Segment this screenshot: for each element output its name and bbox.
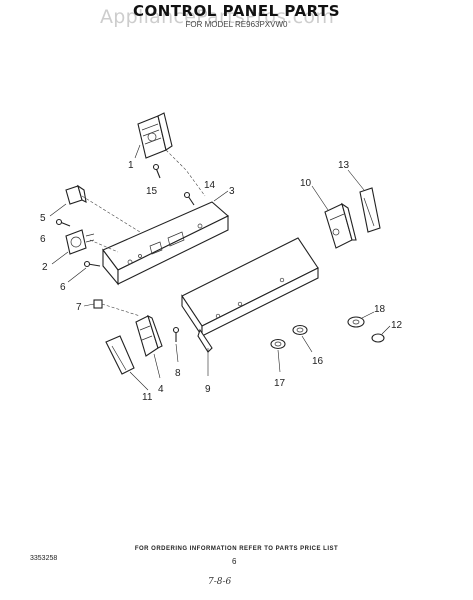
part-13-right-trim <box>359 187 381 233</box>
page-number: 6 <box>232 557 237 566</box>
part-6-screw-upper <box>55 218 71 227</box>
model-subtitle: FOR MODEL RE963PXVW0 <box>185 20 288 29</box>
leader-7 <box>83 303 95 307</box>
page-title: CONTROL PANEL PARTS <box>132 2 341 20</box>
callout-1: 1 <box>128 160 134 171</box>
callout-2: 2 <box>42 262 48 273</box>
callout-5: 5 <box>40 213 46 224</box>
part-4-end-bracket <box>135 314 163 357</box>
part-10-right-bracket <box>324 202 357 249</box>
callout-9: 9 <box>205 384 211 395</box>
leader-4 <box>153 353 161 379</box>
part-5-knob <box>65 184 141 233</box>
leader-16 <box>301 335 313 353</box>
callout-6-upper: 6 <box>40 234 46 245</box>
part-7-clip <box>93 299 141 317</box>
leader-10 <box>311 185 329 211</box>
callout-10: 10 <box>300 178 312 189</box>
part-15-screw <box>152 163 161 179</box>
ordering-note: FOR ORDERING INFORMATION REFER TO PARTS … <box>134 546 339 552</box>
leader-3 <box>213 190 229 202</box>
callout-6-lower: 6 <box>60 282 66 293</box>
callout-4: 4 <box>158 384 164 395</box>
part-14-screw <box>183 191 195 206</box>
callout-17: 17 <box>274 378 286 389</box>
part-2-switch <box>65 229 119 255</box>
callout-8: 8 <box>175 368 181 379</box>
document-number: 3353258 <box>30 555 58 562</box>
part-9-control-panel <box>181 237 319 353</box>
part-12-nut <box>371 333 385 343</box>
callout-3: 3 <box>229 186 235 197</box>
leader-8 <box>175 343 179 363</box>
leader-2 <box>51 251 69 265</box>
leader-12 <box>381 325 391 335</box>
callout-14: 14 <box>204 180 216 191</box>
part-17-grommet <box>270 338 286 350</box>
leader-1 <box>134 144 141 159</box>
watermark-text: AppliancePartsPros.com <box>100 6 335 28</box>
handwritten-note: 7-8-6 <box>208 577 232 587</box>
callout-18: 18 <box>374 304 386 315</box>
part-6-screw-lower <box>83 260 101 268</box>
leader-13 <box>347 169 365 191</box>
leader-6b <box>67 267 87 283</box>
callout-15: 15 <box>146 186 158 197</box>
part-1-timer-module <box>137 112 206 197</box>
part-8-screw <box>172 326 180 342</box>
part-16-grommet <box>292 324 308 336</box>
part-11-side-trim <box>105 335 135 375</box>
part-18-washer <box>347 316 365 328</box>
callout-7: 7 <box>76 302 82 313</box>
callout-11: 11 <box>142 392 153 403</box>
leader-17 <box>277 349 281 373</box>
leader-11 <box>129 371 149 391</box>
callout-13: 13 <box>338 160 350 171</box>
part-3-control-panel-bracket <box>102 201 229 286</box>
callout-16: 16 <box>312 356 324 367</box>
leader-18 <box>361 311 375 319</box>
callout-12: 12 <box>391 320 403 331</box>
leader-5 <box>49 203 67 217</box>
